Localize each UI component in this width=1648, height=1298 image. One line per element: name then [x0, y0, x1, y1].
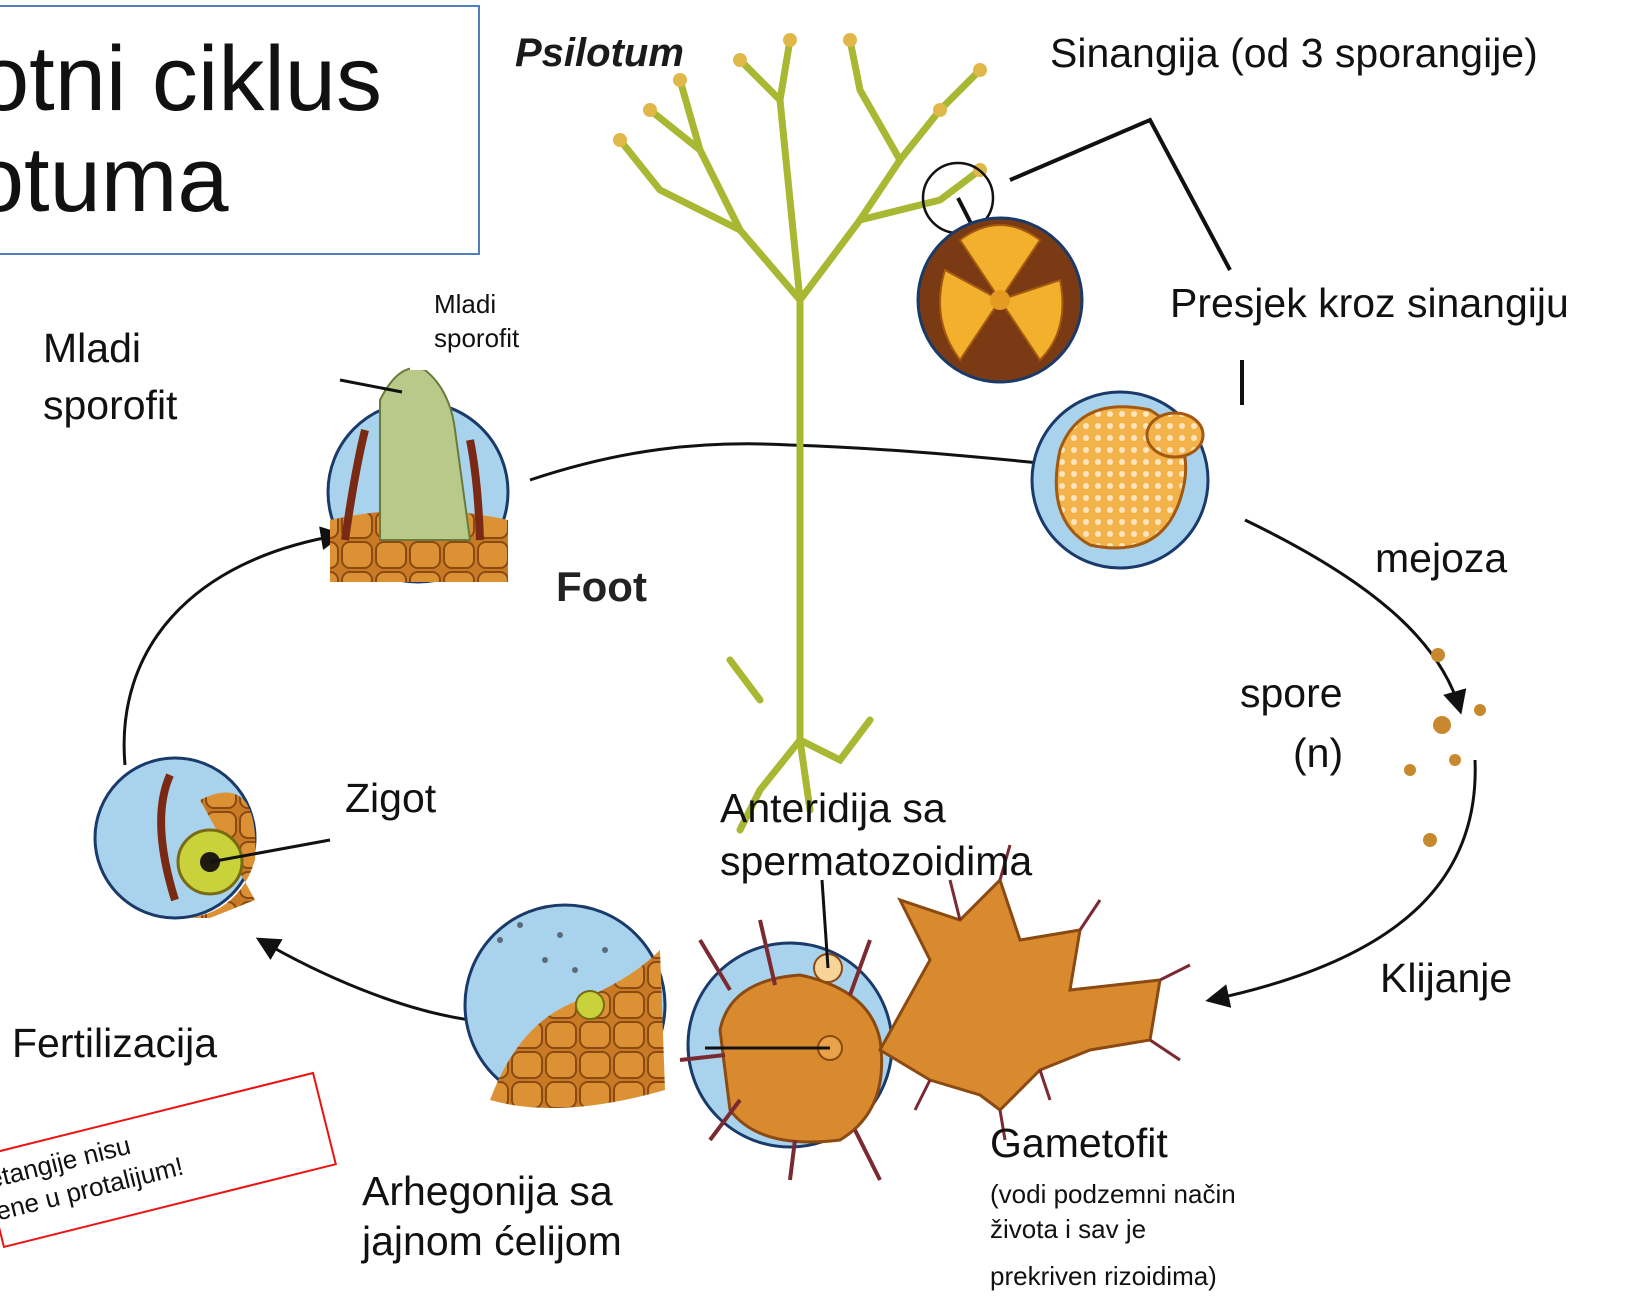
spores-label-2: (n)	[1293, 730, 1343, 777]
sporangium-circle	[1032, 392, 1208, 568]
arrow-zygote-to-sporophyte	[124, 535, 340, 765]
psilotum-label: Psilotum	[515, 30, 684, 76]
gametophyte-body	[880, 880, 1160, 1110]
psilotum-plant	[620, 40, 980, 830]
young-sporophyte-circle	[328, 368, 508, 582]
sinangium-section-label: Presjek kroz sinangiju	[1170, 280, 1569, 327]
germination-label: Klijanje	[1380, 955, 1512, 1002]
archegonium-label-1: Arhegonija sa	[362, 1168, 613, 1215]
spores-label-1: spore	[1240, 670, 1343, 717]
arrow-fertilization	[260, 940, 470, 1020]
spores	[1404, 648, 1486, 847]
zygote-circle	[95, 758, 330, 918]
gametophyte-note-1: (vodi podzemni način	[990, 1180, 1236, 1210]
foot-label: Foot	[556, 563, 647, 611]
gametophyte-circle	[680, 880, 892, 1180]
arrow-sporophyte-to-sporangium	[530, 444, 1060, 480]
antheridium-label-2: spermatozoidima	[720, 838, 1032, 885]
gametophyte-note-3: prekriven rizoidima)	[990, 1262, 1217, 1292]
young-sporophyte-small-box: Mladi sporofit	[410, 280, 775, 370]
page-title: votni ciklus ilotuma	[0, 29, 382, 231]
gametophyte-note-2: života i sav je	[990, 1215, 1146, 1245]
young-sporophyte-label-1: Mladi	[43, 325, 141, 372]
sinangium-label: Sinangija (od 3 sporangije)	[1050, 30, 1538, 77]
sinangium-section-circle	[918, 218, 1082, 382]
gametophyte-label: Gametofit	[990, 1120, 1168, 1167]
young-sporophyte-label-2: sporofit	[43, 382, 177, 429]
title-line-2: ilotuma	[0, 130, 382, 231]
archegonium-label-2: jajnom ćelijom	[362, 1218, 622, 1265]
archegonium-circle	[465, 905, 665, 1108]
antheridium-label-1: Anteridija sa	[720, 785, 946, 832]
young-sporophyte-small-label-2: sporofit	[434, 324, 519, 354]
young-sporophyte-small-label-1: Mladi	[434, 290, 496, 320]
fertilization-label: Fertilizacija	[12, 1020, 217, 1067]
meiosis-label: mejoza	[1375, 535, 1507, 582]
title-box: votni ciklus ilotuma	[0, 5, 480, 255]
zygote-label: Zigot	[345, 775, 436, 822]
title-line-1: votni ciklus	[0, 29, 382, 130]
